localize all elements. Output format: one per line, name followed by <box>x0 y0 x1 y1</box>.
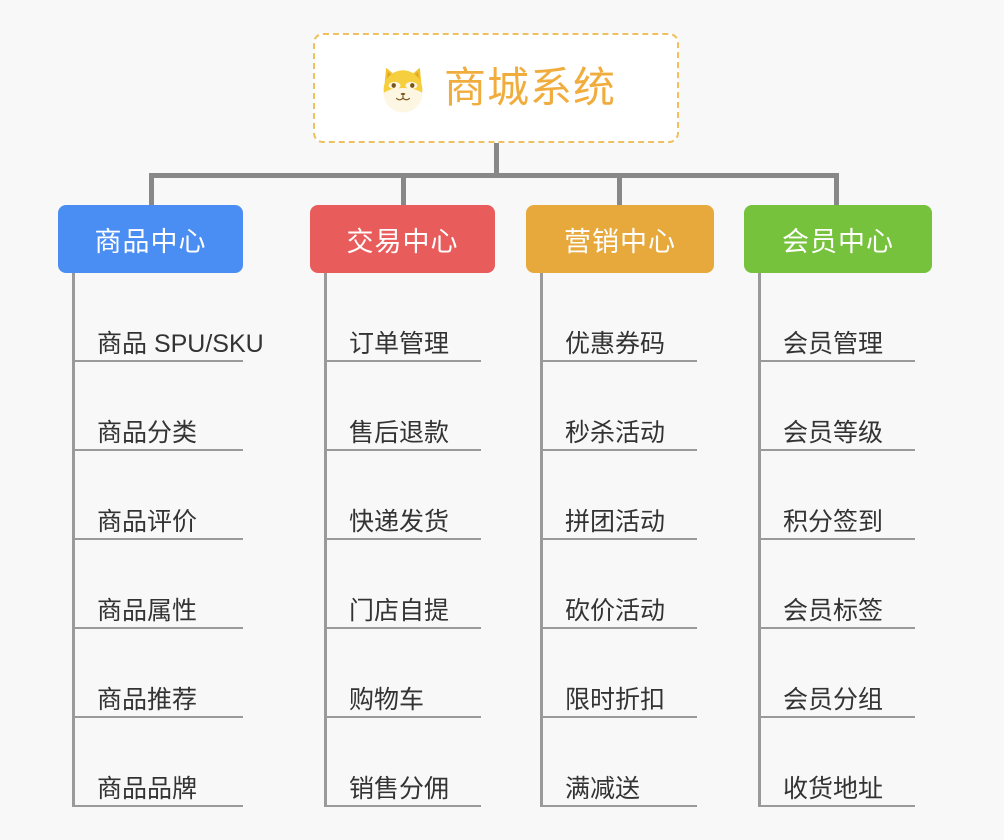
leaf-label: 商品品牌 <box>97 774 198 803</box>
category-header-1[interactable]: 交易中心 <box>310 205 495 273</box>
leaf-item[interactable]: 收货地址 <box>761 718 966 807</box>
leaf-item[interactable]: 砍价活动 <box>543 540 748 629</box>
branch-column-1: 交易中心 订单管理 售后退款 快递发货 门店自提 购物车 销售分佣 <box>310 205 535 807</box>
leaf-list-0: 商品 SPU/SKU 商品分类 商品评价 商品属性 商品推荐 商品品牌 <box>72 273 298 807</box>
leaf-item[interactable]: 满减送 <box>543 718 748 807</box>
leaf-item[interactable]: 商品分类 <box>75 362 298 451</box>
leaf-item[interactable]: 秒杀活动 <box>543 362 748 451</box>
connector-root-stem <box>494 143 499 176</box>
leaf-item[interactable]: 拼团活动 <box>543 451 748 540</box>
leaf-item[interactable]: 商品属性 <box>75 540 298 629</box>
leaf-item[interactable]: 商品评价 <box>75 451 298 540</box>
leaf-list-2: 优惠券码 秒杀活动 拼团活动 砍价活动 限时折扣 满减送 <box>540 273 748 807</box>
category-header-2[interactable]: 营销中心 <box>526 205 714 273</box>
leaf-label: 限时折扣 <box>565 685 666 714</box>
leaf-label: 商品评价 <box>97 507 198 536</box>
leaf-label: 拼团活动 <box>565 507 666 536</box>
leaf-item[interactable]: 快递发货 <box>327 451 535 540</box>
leaf-item[interactable]: 商品推荐 <box>75 629 298 718</box>
leaf-item[interactable]: 销售分佣 <box>327 718 535 807</box>
leaf-list-3: 会员管理 会员等级 积分签到 会员标签 会员分组 收货地址 <box>758 273 966 807</box>
category-title-3: 会员中心 <box>782 226 894 257</box>
root-node[interactable]: 商城系统 <box>313 33 679 143</box>
leaf-item[interactable]: 限时折扣 <box>543 629 748 718</box>
branch-column-2: 营销中心 优惠券码 秒杀活动 拼团活动 砍价活动 限时折扣 满减送 <box>526 205 748 807</box>
connector-drop-1 <box>401 173 406 206</box>
category-title-1: 交易中心 <box>346 226 459 257</box>
leaf-label: 商品 SPU/SKU <box>97 329 264 358</box>
category-header-0[interactable]: 商品中心 <box>58 205 243 273</box>
category-title-0: 商品中心 <box>94 226 207 257</box>
leaf-label: 售后退款 <box>349 418 450 447</box>
connector-horizontal-bar <box>149 173 839 178</box>
leaf-label: 会员管理 <box>783 329 884 358</box>
leaf-item[interactable]: 商品品牌 <box>75 718 298 807</box>
branch-column-3: 会员中心 会员管理 会员等级 积分签到 会员标签 会员分组 收货地址 <box>744 205 966 807</box>
leaf-label: 商品分类 <box>97 418 198 447</box>
connector-drop-2 <box>617 173 622 206</box>
category-header-3[interactable]: 会员中心 <box>744 205 932 273</box>
leaf-label: 会员分组 <box>783 685 884 714</box>
leaf-label: 门店自提 <box>349 596 450 625</box>
leaf-item[interactable]: 订单管理 <box>327 273 535 362</box>
leaf-label: 快递发货 <box>349 507 450 536</box>
leaf-item[interactable]: 商品 SPU/SKU <box>75 273 298 362</box>
connector-drop-3 <box>834 173 839 206</box>
leaf-label: 会员等级 <box>783 418 884 447</box>
leaf-label: 砍价活动 <box>565 596 666 625</box>
leaf-item[interactable]: 门店自提 <box>327 540 535 629</box>
category-title-2: 营销中心 <box>564 226 676 257</box>
shiba-dog-face-icon <box>376 61 430 115</box>
leaf-item[interactable]: 会员等级 <box>761 362 966 451</box>
leaf-item[interactable]: 会员管理 <box>761 273 966 362</box>
leaf-label: 商品推荐 <box>97 685 198 714</box>
leaf-item[interactable]: 会员分组 <box>761 629 966 718</box>
leaf-label: 销售分佣 <box>349 774 450 803</box>
leaf-item[interactable]: 售后退款 <box>327 362 535 451</box>
connector-drop-0 <box>149 173 154 206</box>
leaf-label: 会员标签 <box>783 596 884 625</box>
leaf-label: 商品属性 <box>97 596 198 625</box>
branch-column-0: 商品中心 商品 SPU/SKU 商品分类 商品评价 商品属性 商品推荐 商品品牌 <box>58 205 298 807</box>
leaf-item[interactable]: 积分签到 <box>761 451 966 540</box>
leaf-label: 秒杀活动 <box>565 418 666 447</box>
leaf-item[interactable]: 购物车 <box>327 629 535 718</box>
root-title: 商城系统 <box>443 64 616 111</box>
leaf-label: 优惠券码 <box>565 329 666 358</box>
leaf-list-1: 订单管理 售后退款 快递发货 门店自提 购物车 销售分佣 <box>324 273 535 807</box>
leaf-item[interactable]: 优惠券码 <box>543 273 748 362</box>
leaf-label: 积分签到 <box>783 507 884 536</box>
leaf-label: 收货地址 <box>783 774 884 803</box>
leaf-item[interactable]: 会员标签 <box>761 540 966 629</box>
leaf-label: 订单管理 <box>349 329 450 358</box>
leaf-label: 购物车 <box>349 685 425 714</box>
leaf-label: 满减送 <box>565 774 641 803</box>
